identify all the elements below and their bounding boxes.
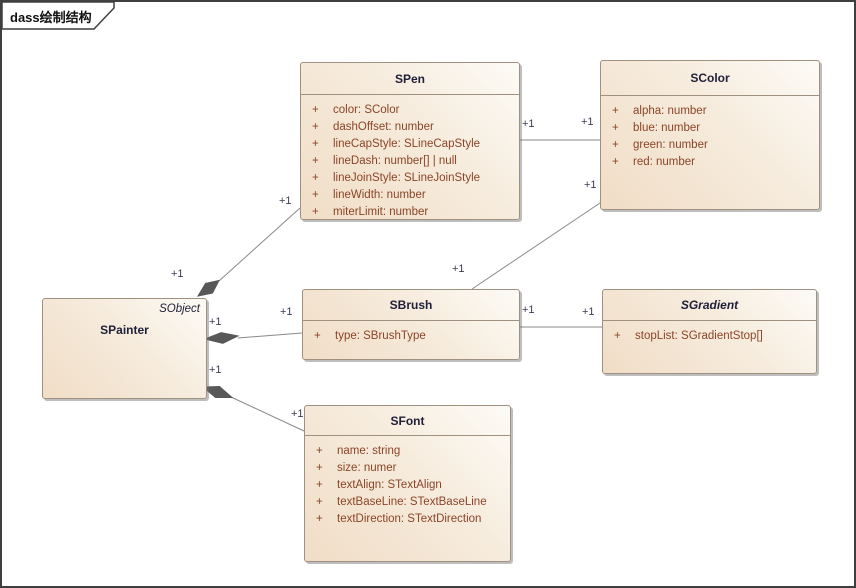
visibility-marker: + [314,329,321,342]
visibility-marker: + [312,103,319,116]
attribute-row[interactable]: + lineJoinStyle: SLineJoinStyle [301,169,519,186]
visibility-marker: + [316,478,323,491]
attribute-text: green: number [633,138,708,151]
class-box-sgradient[interactable]: SGradient + stopList: SGradientStop[] [602,289,817,374]
composition-diamond-pen [196,279,220,297]
visibility-marker: + [612,155,619,168]
attribute-text: name: string [337,444,401,457]
visibility-marker: + [612,104,619,117]
attribute-text: textDirection: STextDirection [337,512,482,525]
attribute-text: red: number [633,155,696,168]
connector-painter-brush[interactable] [237,332,303,339]
attribute-text: lineDash: number[] | null [333,154,457,167]
visibility-marker: + [312,154,319,167]
attribute-text: dashOffset: number [333,120,434,133]
multiplicity-label[interactable]: +1 [209,316,222,328]
attribute-text: textAlign: STextAlign [337,478,442,491]
attribute-text: stopList: SGradientStop[] [635,329,763,342]
multiplicity-label[interactable]: +1 [522,118,535,130]
attribute-text: alpha: number [633,104,707,117]
spen-attributes: + color: SColor + dashOffset: number + l… [301,95,519,220]
class-box-spainter[interactable]: SObject SPainter [42,298,207,399]
attribute-row[interactable]: + blue: number [601,119,819,136]
visibility-marker: + [612,121,619,134]
attribute-text: miterLimit: number [333,205,429,218]
visibility-marker: + [312,188,319,201]
composition-diamond-font [201,385,234,398]
attribute-text: textBaseLine: STextBaseLine [337,495,487,508]
visibility-marker: + [612,138,619,151]
scolor-class-name: SColor [601,61,819,96]
attribute-text: blue: number [633,121,701,134]
multiplicity-label[interactable]: +1 [291,408,304,420]
attribute-row[interactable]: + textDirection: STextDirection [305,510,510,527]
spainter-stereotype: SObject [159,303,200,315]
attribute-text: type: SBrushType [335,329,426,342]
multiplicity-label[interactable]: +1 [280,306,293,318]
visibility-marker: + [614,329,621,342]
visibility-marker: + [316,512,323,525]
attribute-text: lineCapStyle: SLineCapStyle [333,137,481,150]
attribute-text: lineWidth: number [333,188,426,201]
sfont-attributes: + name: string + size: numer + textAlign… [305,436,510,527]
visibility-marker: + [312,171,319,184]
multiplicity-label[interactable]: +1 [452,263,465,275]
multiplicity-label[interactable]: +1 [171,268,184,280]
diagram-title[interactable]: dass绘制结构 [10,10,92,25]
spainter-class-name: SPainter [100,323,149,337]
attribute-row[interactable]: + type: SBrushType [303,327,519,344]
frame-tab-shape [2,2,115,30]
attribute-row[interactable]: + red: number [601,153,819,170]
visibility-marker: + [312,120,319,133]
attribute-row[interactable]: + textAlign: STextAlign [305,476,510,493]
multiplicity-label[interactable]: +1 [522,304,535,316]
visibility-marker: + [312,205,319,218]
attribute-row[interactable]: + miterLimit: number [301,203,519,220]
sgradient-attributes: + stopList: SGradientStop[] [603,321,816,344]
attribute-row[interactable]: + lineDash: number[] | null [301,152,519,169]
sbrush-attributes: + type: SBrushType [303,321,519,344]
visibility-marker: + [312,137,319,150]
class-box-sfont[interactable]: SFont + name: string + size: numer + tex… [304,405,511,562]
attribute-row[interactable]: + size: numer [305,459,510,476]
sfont-class-name: SFont [305,406,510,436]
attribute-row[interactable]: + color: SColor [301,101,519,118]
connector-painter-pen[interactable] [218,207,301,282]
visibility-marker: + [316,444,323,457]
attribute-row[interactable]: + lineCapStyle: SLineCapStyle [301,135,519,152]
sgradient-class-name: SGradient [603,290,816,321]
multiplicity-label[interactable]: +1 [582,306,595,318]
scolor-attributes: + alpha: number + blue: number + green: … [601,96,819,170]
attribute-row[interactable]: + stopList: SGradientStop[] [603,327,816,344]
attribute-row[interactable]: + textBaseLine: STextBaseLine [305,493,510,510]
attribute-text: lineJoinStyle: SLineJoinStyle [333,171,481,184]
class-box-sbrush[interactable]: SBrush + type: SBrushType [302,289,520,360]
attribute-text: size: numer [337,461,397,474]
class-box-scolor[interactable]: SColor + alpha: number + blue: number + … [600,60,820,210]
attribute-row[interactable]: + lineWidth: number [301,186,519,203]
composition-diamond-brush [203,332,240,344]
attribute-row[interactable]: + name: string [305,442,510,459]
multiplicity-label[interactable]: +1 [581,116,594,128]
visibility-marker: + [316,461,323,474]
attribute-text: color: SColor [333,103,400,116]
attribute-row[interactable]: + alpha: number [601,102,819,119]
attribute-row[interactable]: + green: number [601,136,819,153]
multiplicity-label[interactable]: +1 [279,195,292,207]
visibility-marker: + [316,495,323,508]
attribute-row[interactable]: + dashOffset: number [301,118,519,135]
multiplicity-label[interactable]: +1 [209,364,222,376]
multiplicity-label[interactable]: +1 [584,179,597,191]
spen-class-name: SPen [301,63,519,95]
class-box-spen[interactable]: SPen + color: SColor + dashOffset: numbe… [300,62,520,220]
sbrush-class-name: SBrush [303,290,519,321]
